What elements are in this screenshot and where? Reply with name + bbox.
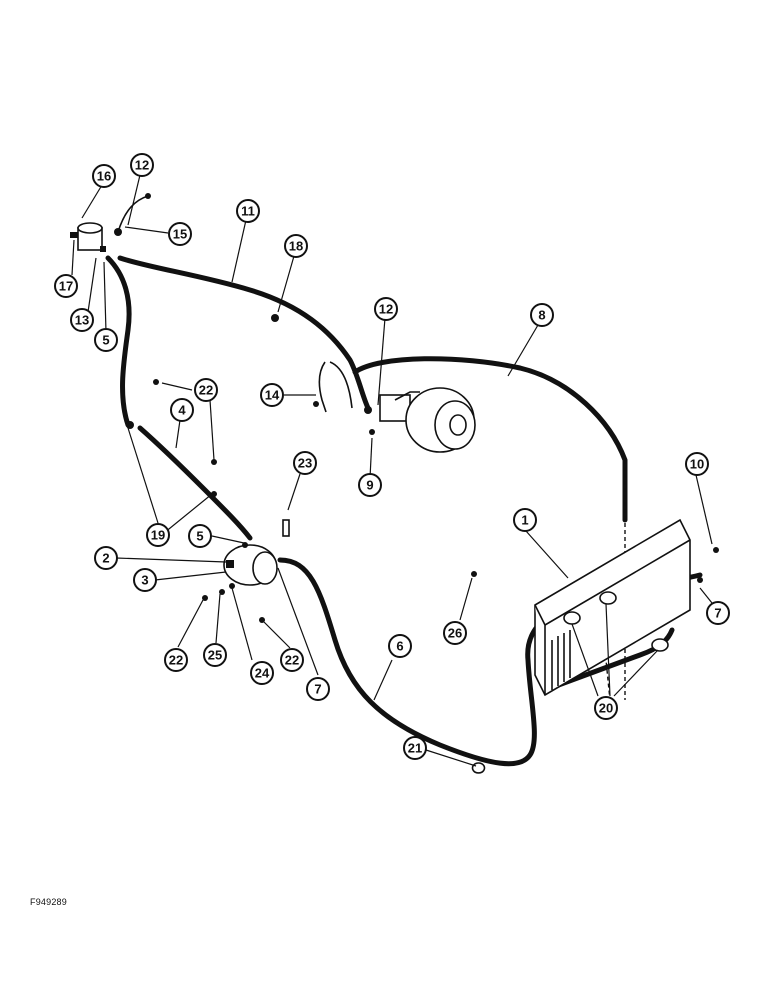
svg-text:7: 7 xyxy=(314,682,321,697)
callout-19: 19 xyxy=(146,523,170,547)
svg-text:12: 12 xyxy=(379,302,393,317)
hose-8 xyxy=(352,356,628,523)
svg-text:14: 14 xyxy=(265,388,280,403)
wire-harness-14 xyxy=(318,361,353,413)
callout-3: 3 xyxy=(133,568,157,592)
callout-2: 2 xyxy=(94,546,118,570)
svg-text:3: 3 xyxy=(141,573,148,588)
svg-text:5: 5 xyxy=(196,529,203,544)
hose-4 xyxy=(137,425,253,541)
callout-1: 1 xyxy=(513,508,537,532)
callout-6: 6 xyxy=(388,634,412,658)
callout-24: 24 xyxy=(250,661,274,685)
svg-text:22: 22 xyxy=(285,653,299,668)
svg-text:24: 24 xyxy=(255,666,270,681)
svg-text:26: 26 xyxy=(448,626,462,641)
condenser xyxy=(534,518,691,697)
svg-text:18: 18 xyxy=(289,239,303,254)
svg-text:1: 1 xyxy=(521,513,528,528)
hose-11 xyxy=(117,255,371,411)
svg-text:20: 20 xyxy=(599,701,613,716)
callout-5-mid: 5 xyxy=(188,524,212,548)
svg-text:6: 6 xyxy=(396,639,403,654)
callout-15: 15 xyxy=(168,222,192,246)
condenser-fins xyxy=(551,630,571,690)
accumulator xyxy=(223,519,290,586)
svg-text:23: 23 xyxy=(298,456,312,471)
svg-text:4: 4 xyxy=(178,403,186,418)
svg-text:16: 16 xyxy=(97,169,111,184)
callout-10: 10 xyxy=(685,452,709,476)
callout-11: 11 xyxy=(236,199,260,223)
callout-5-top: 5 xyxy=(94,328,118,352)
leader-lines xyxy=(71,174,717,767)
svg-text:15: 15 xyxy=(173,227,187,242)
callout-4: 4 xyxy=(170,398,194,422)
svg-text:7: 7 xyxy=(714,606,721,621)
callout-23: 23 xyxy=(293,451,317,475)
callout-18: 18 xyxy=(284,234,308,258)
svg-text:2: 2 xyxy=(102,551,109,566)
receiver-drier xyxy=(70,193,151,252)
callout-12-mid: 12 xyxy=(374,297,398,321)
callout-8: 8 xyxy=(530,303,554,327)
svg-text:19: 19 xyxy=(151,528,165,543)
callout-7-right: 7 xyxy=(706,601,730,625)
svg-text:21: 21 xyxy=(408,741,422,756)
callout-7-bottom: 7 xyxy=(306,677,330,701)
hose-5-upper xyxy=(105,255,132,428)
callout-22-left: 22 xyxy=(164,648,188,672)
callout-21: 21 xyxy=(403,736,427,760)
svg-text:5: 5 xyxy=(102,333,109,348)
svg-text:22: 22 xyxy=(169,653,183,668)
callout-20: 20 xyxy=(594,696,618,720)
compressor xyxy=(364,387,476,453)
callout-14: 14 xyxy=(260,383,284,407)
callout-12-top: 12 xyxy=(130,153,154,177)
callout-22-top: 22 xyxy=(194,378,218,402)
svg-text:25: 25 xyxy=(208,648,222,663)
svg-text:17: 17 xyxy=(59,279,73,294)
svg-text:12: 12 xyxy=(135,158,149,173)
callout-26: 26 xyxy=(443,621,467,645)
wire-harness-15 xyxy=(117,195,149,233)
svg-text:9: 9 xyxy=(366,478,373,493)
svg-text:11: 11 xyxy=(241,204,255,219)
callout-16: 16 xyxy=(92,164,116,188)
svg-text:8: 8 xyxy=(538,308,545,323)
drawing-number: F949289 xyxy=(30,897,67,907)
svg-text:13: 13 xyxy=(75,313,89,328)
callout-9: 9 xyxy=(358,473,382,497)
svg-text:10: 10 xyxy=(690,457,704,472)
callout-25: 25 xyxy=(203,643,227,667)
hose-6 xyxy=(277,557,551,767)
callout-17: 17 xyxy=(54,274,78,298)
callout-13: 13 xyxy=(70,308,94,332)
svg-text:22: 22 xyxy=(199,383,213,398)
callout-22-right: 22 xyxy=(280,648,304,672)
